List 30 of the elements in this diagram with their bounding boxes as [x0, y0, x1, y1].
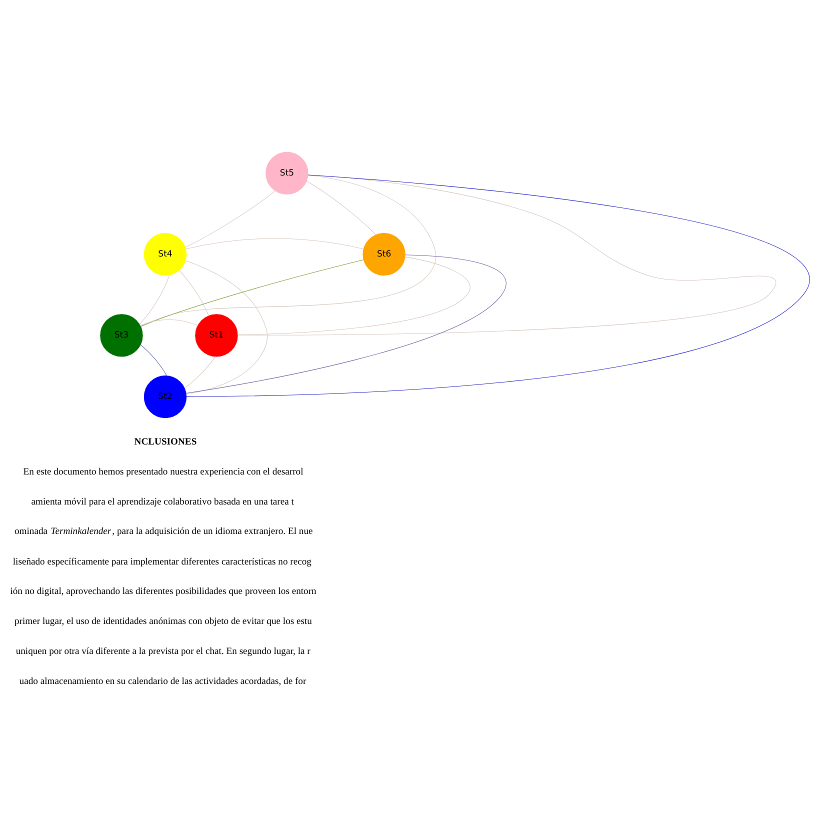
connector: [186, 174, 810, 396]
label: ión no digital, aprovechando las diferentes posibilidades que proveen los entorn: [10, 586, 316, 597]
connector: [185, 190, 276, 247]
connector: [184, 356, 216, 388]
label: ominada Terminkalender, para la adquisición de un idioma extranjero. El nue: [14, 525, 313, 536]
label: amienta móvil para el aprendizaje colaborativo basada en una tarea t: [31, 496, 294, 508]
connector: [140, 344, 168, 376]
node-circle: St4: [144, 232, 187, 276]
label: NCLUSIONES: [134, 436, 197, 447]
connector: [237, 174, 776, 335]
connector: [140, 259, 364, 326]
connector: [185, 260, 268, 394]
connector: [140, 174, 436, 326]
node-circle: St5: [266, 151, 308, 194]
node-circle: St6: [362, 232, 406, 276]
label: uado almacenamiento en su calendario de las actividades acordadas, de for: [19, 675, 306, 686]
label: uniquen por otra vía diferente a la prevista por el chat. En segundo lugar, la r: [16, 645, 310, 656]
connector: [139, 274, 170, 324]
connector: [140, 318, 198, 326]
label: En este documento hemos presentado nuestra experiencia con el desarrol: [23, 466, 304, 478]
connector: [186, 254, 506, 394]
connector: [186, 238, 364, 249]
node-circle: St3: [100, 314, 143, 356]
connector: [306, 180, 376, 235]
node-circle: St2: [144, 374, 187, 418]
node-circle: St1: [195, 314, 238, 356]
label: liseñado específicamente para implementar diferentes características no recog: [12, 556, 312, 567]
label: primer lugar, el uso de identidades anónimas con objeto de evitar que los estu: [14, 616, 312, 627]
connector: [179, 269, 210, 316]
connector: [237, 256, 470, 335]
